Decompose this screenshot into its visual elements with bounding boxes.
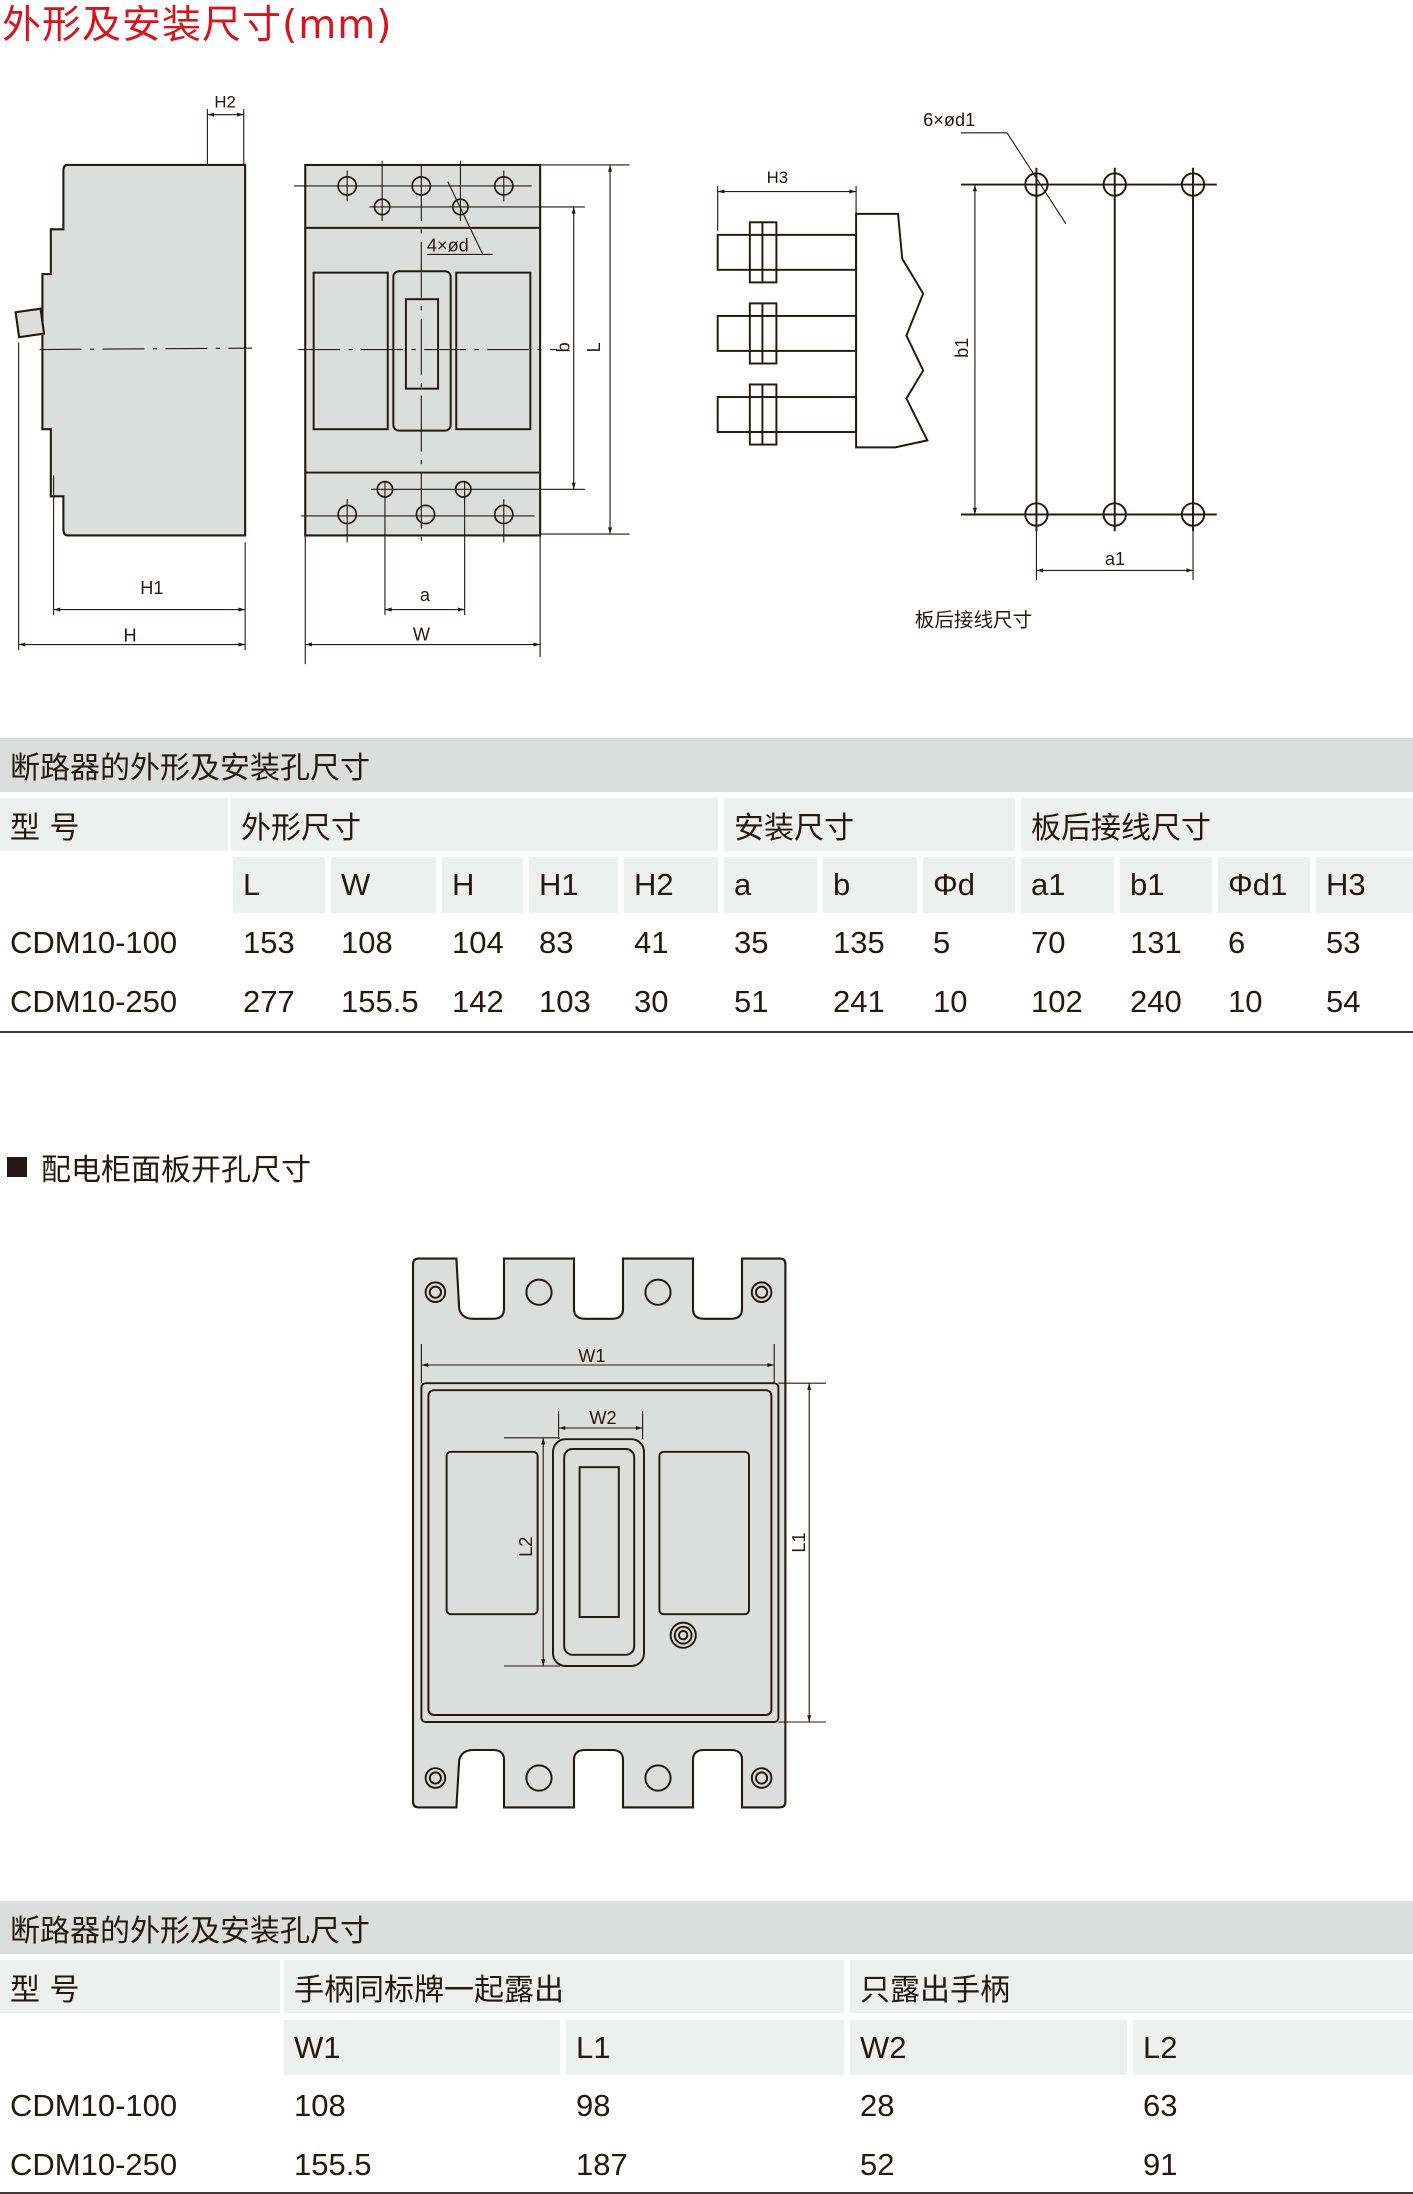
value-cell: 10	[933, 984, 968, 1019]
value-cell: 102	[1031, 984, 1083, 1019]
value-cell: 70	[1031, 925, 1066, 960]
rear-terminal-view: H3	[716, 168, 929, 449]
table2-caption: 断路器的外形及安装孔尺寸	[0, 1901, 1413, 1954]
column-header: W	[331, 857, 436, 913]
column-header: L1	[566, 2020, 844, 2075]
column-header: W2	[850, 2020, 1127, 2075]
table1-caption: 断路器的外形及安装孔尺寸	[0, 738, 1413, 792]
value-cell: 41	[634, 925, 669, 960]
column-header: a	[724, 857, 817, 913]
label-a1: a1	[1105, 549, 1125, 569]
value-cell: 63	[1143, 2088, 1178, 2123]
model-header: 型 号	[0, 798, 228, 851]
column-header: W1	[284, 2020, 560, 2075]
value-cell: 10	[1228, 984, 1263, 1019]
value-cell: 28	[860, 2088, 895, 2123]
value-cell: 83	[539, 925, 574, 960]
column-header: a1	[1021, 857, 1114, 913]
label-W1: W1	[578, 1346, 605, 1366]
value-cell: 98	[576, 2088, 611, 2123]
side-view: H2 H1 H	[14, 93, 253, 651]
rear-hole-pattern: 6×ød1 b1 a1 板后接线尺寸	[915, 110, 1217, 631]
column-header: H3	[1316, 857, 1413, 913]
section2-title: 配电柜面板开孔尺寸	[41, 1153, 311, 1188]
label-L1: L1	[789, 1532, 809, 1552]
value-cell: 155.5	[341, 984, 419, 1019]
value-cell: 108	[341, 925, 393, 960]
model-cell: CDM10-250	[10, 2147, 178, 2182]
value-cell: 52	[860, 2147, 895, 2182]
value-cell: 54	[1326, 984, 1361, 1019]
value-cell: 153	[243, 925, 295, 960]
label-H3: H3	[767, 168, 788, 187]
value-cell: 91	[1143, 2147, 1178, 2182]
table2-bottom-rule	[0, 2192, 1413, 2194]
section2-heading: 配电柜面板开孔尺寸	[7, 1145, 311, 1189]
value-cell: 53	[1326, 925, 1361, 960]
value-cell: 30	[634, 984, 669, 1019]
group-handle-with-label: 手柄同标牌一起露出	[284, 1960, 844, 2013]
outline-drawing: H2 H1 H	[14, 93, 1217, 665]
group-handle-only: 只露出手柄	[850, 1960, 1413, 2013]
value-cell: 104	[452, 925, 504, 960]
panel-cutout-drawing: W1 W2 L2 L1	[411, 1257, 826, 1809]
column-header: Φd	[923, 857, 1015, 913]
column-header: Φd1	[1218, 857, 1310, 913]
front-view: 4×ød b L a W	[294, 160, 630, 665]
label-a: a	[420, 585, 431, 605]
label-L2: L2	[516, 1537, 536, 1557]
group-outline: 外形尺寸	[231, 798, 718, 851]
model-cell: CDM10-250	[10, 984, 178, 1019]
table1-bottom-rule	[0, 1031, 1413, 1033]
value-cell: 103	[539, 984, 591, 1019]
label-W: W	[413, 624, 431, 644]
value-cell: 5	[933, 925, 951, 960]
group-mounting: 安装尺寸	[724, 798, 1015, 851]
label-hole-d1: 6×ød1	[923, 110, 975, 130]
value-cell: 135	[833, 925, 885, 960]
column-header: H	[442, 857, 523, 913]
label-H: H	[124, 626, 137, 646]
column-header: H1	[529, 857, 618, 913]
label-H1: H1	[140, 578, 163, 598]
label-b: b	[553, 342, 573, 352]
value-cell: 155.5	[294, 2147, 372, 2182]
value-cell: 142	[452, 984, 504, 1019]
value-cell: 240	[1130, 984, 1182, 1019]
column-header: L2	[1133, 2020, 1413, 2075]
label-W2: W2	[589, 1408, 616, 1428]
value-cell: 35	[734, 925, 769, 960]
bullet-square-icon	[7, 1157, 27, 1177]
value-cell: 6	[1228, 925, 1246, 960]
page-title: 外形及安装尺寸(mm)	[2, 3, 393, 48]
column-header: b	[823, 857, 917, 913]
column-header: H2	[624, 857, 718, 913]
group-rear-wiring: 板后接线尺寸	[1021, 798, 1413, 851]
column-header: b1	[1120, 857, 1212, 913]
label-b1: b1	[952, 338, 972, 358]
label-hole-d: 4×ød	[427, 236, 469, 256]
value-cell: 187	[576, 2147, 628, 2182]
label-H2: H2	[214, 93, 235, 112]
value-cell: 131	[1130, 925, 1182, 960]
label-L: L	[584, 342, 604, 352]
value-cell: 277	[243, 984, 295, 1019]
model-cell: CDM10-100	[10, 925, 178, 960]
value-cell: 241	[833, 984, 885, 1019]
rear-caption: 板后接线尺寸	[915, 609, 1032, 631]
column-header: L	[233, 857, 325, 913]
model-header: 型 号	[0, 1960, 280, 2013]
model-cell: CDM10-100	[10, 2088, 178, 2123]
value-cell: 51	[734, 984, 769, 1019]
value-cell: 108	[294, 2088, 346, 2123]
